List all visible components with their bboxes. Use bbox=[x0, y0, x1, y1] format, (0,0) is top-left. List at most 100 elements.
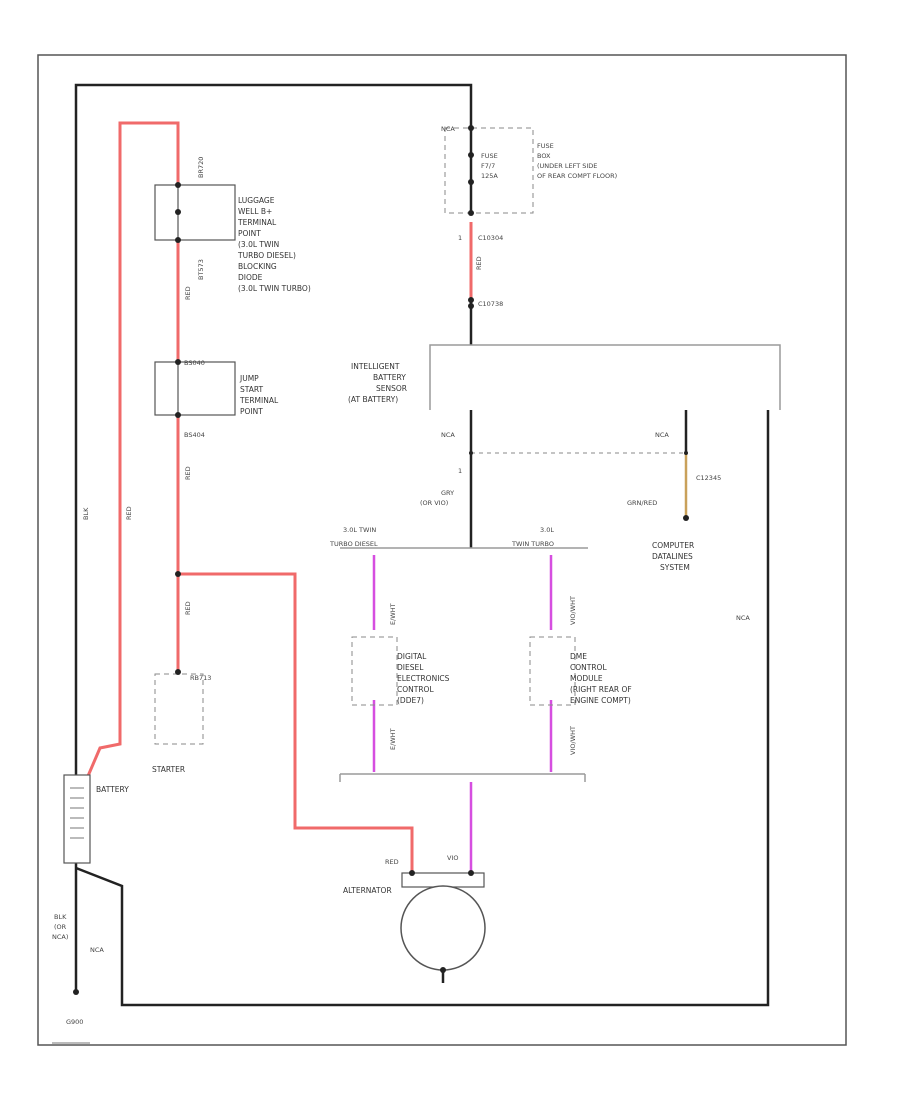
branch-right-label: 3.0L TWIN TURBO bbox=[511, 526, 554, 548]
fuse-pin-label: 1 bbox=[458, 234, 462, 242]
battery-wire-label: RED bbox=[125, 506, 133, 520]
fuse-wire-label: RED bbox=[475, 256, 483, 270]
fuse-id-label: FUSE F7/7 125A bbox=[481, 152, 498, 180]
alt-red-label: RED bbox=[385, 858, 399, 866]
dme-label: DME CONTROL MODULE (RIGHT REAR OF ENGINE… bbox=[570, 652, 632, 705]
svg-text:TWIN TURBO: TWIN TURBO bbox=[511, 540, 554, 548]
svg-text:(UNDER LEFT SIDE: (UNDER LEFT SIDE bbox=[537, 162, 597, 170]
wire-left-main bbox=[74, 83, 473, 778]
svg-text:125A: 125A bbox=[481, 172, 498, 180]
dde-wire-top-label: E/WHT bbox=[389, 603, 397, 625]
dme-wire-top-label: VIO/WHT bbox=[569, 596, 577, 625]
svg-text:DIGITAL: DIGITAL bbox=[397, 652, 427, 661]
dde-label: DIGITAL DIESEL ELECTRONICS CONTROL (DDE7… bbox=[397, 652, 450, 705]
svg-text:TERMINAL: TERMINAL bbox=[239, 396, 279, 405]
cds-wire-label: GRN/RED bbox=[627, 499, 657, 507]
ibs-pin-label: 1 bbox=[458, 467, 462, 475]
svg-text:CONTROL: CONTROL bbox=[397, 685, 434, 694]
svg-text:JUMP: JUMP bbox=[239, 374, 259, 383]
svg-text:SYSTEM: SYSTEM bbox=[660, 563, 690, 572]
battery-ground-label: BLK (OR NCA) bbox=[52, 913, 68, 941]
svg-text:WELL B+: WELL B+ bbox=[238, 207, 272, 216]
fuse-conn-top-label: C10304 bbox=[478, 234, 503, 242]
bus-bars bbox=[339, 344, 781, 782]
svg-text:BOX: BOX bbox=[537, 152, 551, 160]
battery-symbol bbox=[63, 774, 91, 864]
luggage-terminal-box bbox=[154, 184, 236, 241]
jump-terminal-box bbox=[154, 361, 236, 416]
svg-text:START: START bbox=[240, 385, 264, 394]
ground-label: G900 bbox=[66, 1018, 83, 1026]
svg-text:TURBO DIESEL): TURBO DIESEL) bbox=[237, 251, 296, 260]
svg-text:(OR: (OR bbox=[54, 923, 67, 931]
svg-text:(RIGHT REAR OF: (RIGHT REAR OF bbox=[570, 685, 632, 694]
starter-conn-label: RB713 bbox=[190, 674, 211, 682]
jump-conn-label: BS040 bbox=[184, 359, 205, 367]
svg-text:FUSE: FUSE bbox=[481, 152, 498, 160]
svg-text:POINT: POINT bbox=[240, 407, 263, 416]
svg-text:3.0L TWIN: 3.0L TWIN bbox=[343, 526, 376, 534]
jump-conn2-label: BS404 bbox=[184, 431, 205, 439]
svg-text:COMPUTER: COMPUTER bbox=[652, 541, 694, 550]
svg-text:3.0L: 3.0L bbox=[540, 526, 554, 534]
red-wires bbox=[86, 121, 473, 873]
starter-wire-label: RED bbox=[184, 601, 192, 615]
luggage-conn2-label: BT573 bbox=[197, 259, 205, 280]
cds-label: COMPUTER DATALINES SYSTEM bbox=[652, 541, 694, 572]
svg-text:DATALINES: DATALINES bbox=[652, 552, 693, 561]
svg-text:(OR VIO): (OR VIO) bbox=[420, 499, 448, 507]
svg-text:DIODE: DIODE bbox=[238, 273, 263, 282]
cds-conn-label: C12345 bbox=[696, 474, 721, 482]
battery-wire-left-label: BLK bbox=[82, 507, 90, 520]
alternator-symbol bbox=[400, 872, 486, 971]
cds-nca-label: NCA bbox=[655, 431, 669, 439]
svg-text:NCA): NCA) bbox=[52, 933, 68, 941]
svg-text:POINT: POINT bbox=[238, 229, 261, 238]
ground-icon bbox=[73, 989, 79, 995]
dme-wire-bot-label: VIO/WHT bbox=[569, 726, 577, 755]
bottom-nca-label: NCA bbox=[90, 946, 104, 954]
starter-box bbox=[154, 673, 204, 745]
wire-battery-positive bbox=[86, 121, 180, 777]
svg-text:BLOCKING: BLOCKING bbox=[238, 262, 277, 271]
diagram-frame bbox=[37, 54, 847, 1046]
svg-text:TURBO DIESEL: TURBO DIESEL bbox=[329, 540, 378, 548]
svg-text:(3.0L TWIN: (3.0L TWIN bbox=[238, 240, 279, 249]
black-wires bbox=[74, 83, 770, 1007]
fuse-conn-bot-label: C10738 bbox=[478, 300, 503, 308]
ibs-bar bbox=[429, 344, 781, 410]
battery-label: BATTERY bbox=[96, 785, 129, 794]
luggage-conn-label: BR720 bbox=[197, 157, 205, 178]
svg-text:ELECTRONICS: ELECTRONICS bbox=[397, 674, 450, 683]
svg-text:INTELLIGENT: INTELLIGENT bbox=[351, 362, 400, 371]
svg-text:GRY: GRY bbox=[441, 489, 454, 497]
alternator-label: ALTERNATOR bbox=[343, 886, 392, 895]
alt-vio-label: VIO bbox=[447, 854, 458, 862]
ibs-label: INTELLIGENT BATTERY SENSOR (AT BATTERY) bbox=[348, 362, 407, 404]
wire-to-alternator bbox=[178, 572, 414, 873]
branch-left-label: 3.0L TWIN TURBO DIESEL bbox=[329, 526, 378, 548]
svg-text:F7/7: F7/7 bbox=[481, 162, 495, 170]
vio-wires bbox=[372, 555, 553, 872]
svg-text:DME: DME bbox=[570, 652, 587, 661]
dde-box bbox=[351, 636, 398, 706]
right-nca-label: NCA bbox=[736, 614, 750, 622]
jump-wire-label: RED bbox=[184, 466, 192, 480]
svg-text:LUGGAGE: LUGGAGE bbox=[238, 196, 275, 205]
svg-text:OF REAR COMPT FLOOR): OF REAR COMPT FLOOR) bbox=[537, 172, 617, 180]
svg-text:(AT BATTERY): (AT BATTERY) bbox=[348, 395, 398, 404]
connector-dots bbox=[175, 125, 689, 973]
svg-text:FUSE: FUSE bbox=[537, 142, 554, 150]
svg-text:SENSOR: SENSOR bbox=[376, 384, 407, 393]
svg-text:TERMINAL: TERMINAL bbox=[237, 218, 277, 227]
fuse-box-outline bbox=[444, 127, 534, 214]
fuse-nca-label: NCA bbox=[441, 125, 455, 133]
starter-label: STARTER bbox=[152, 765, 185, 774]
dme-box bbox=[529, 636, 576, 706]
svg-text:ENGINE COMPT): ENGINE COMPT) bbox=[570, 696, 631, 705]
svg-text:(DDE7): (DDE7) bbox=[397, 696, 424, 705]
luggage-point-label: LUGGAGE WELL B+ TERMINAL POINT (3.0L TWI… bbox=[237, 196, 311, 293]
svg-text:BLK: BLK bbox=[54, 913, 67, 921]
fuse-box-label: FUSE BOX (UNDER LEFT SIDE OF REAR COMPT … bbox=[537, 142, 617, 180]
